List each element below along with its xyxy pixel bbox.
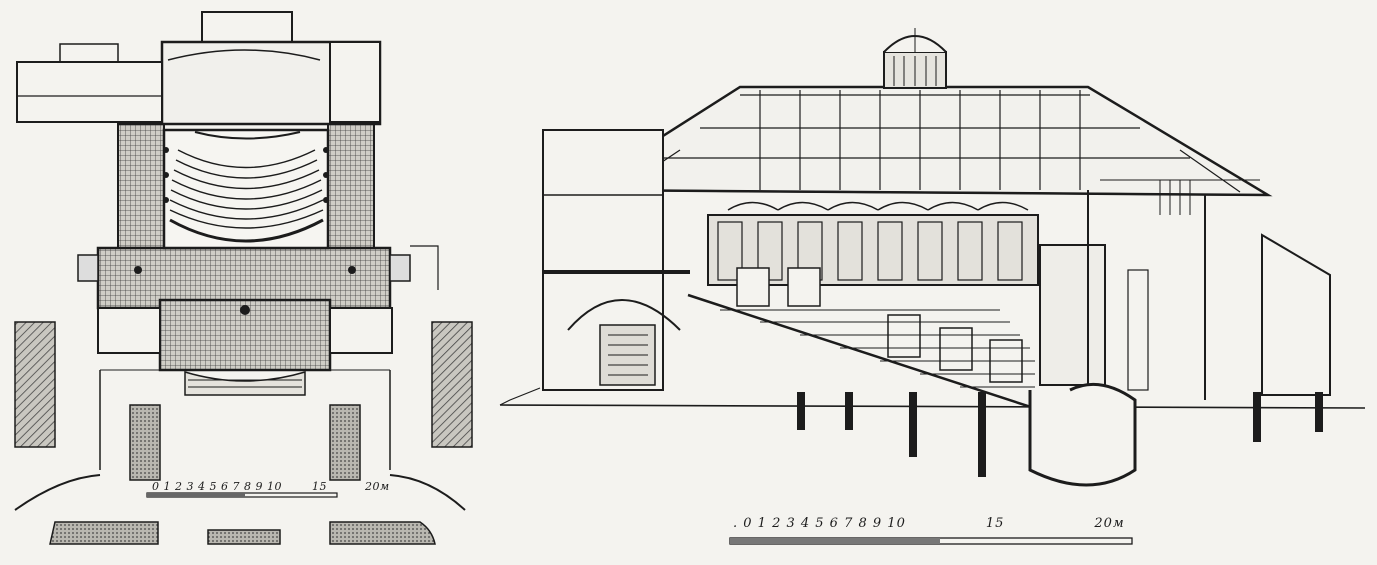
section-scale-labels: . 0 1 2 3 4 5 6 7 8 9 10 15 20м xyxy=(733,516,1125,531)
right-planter xyxy=(329,404,361,481)
left-planter xyxy=(129,404,161,481)
plan-scale-ticks: 0 1 2 3 4 5 6 7 8 9 10 xyxy=(152,480,282,493)
right-side-building xyxy=(431,321,473,448)
floor-plan xyxy=(14,11,473,545)
section-scale-end: 20м xyxy=(1094,516,1125,531)
roof-truss xyxy=(573,85,1273,197)
left-side-building xyxy=(14,321,56,448)
right-wing xyxy=(329,41,381,123)
plan-scale-bar xyxy=(146,492,338,498)
roof-lantern xyxy=(883,28,947,89)
seating-rows xyxy=(169,149,324,229)
plan-scale-labels: 0 1 2 3 4 5 6 7 8 9 10 15 20м xyxy=(152,480,390,493)
section-scale-mid: 15 xyxy=(985,516,1005,531)
ground-line xyxy=(499,404,1366,409)
left-wing xyxy=(16,61,163,123)
plan-scale-mid: 15 xyxy=(311,480,327,493)
left-foyer xyxy=(117,123,165,251)
lift-pit xyxy=(1028,382,1137,487)
raked-floor xyxy=(687,293,1041,412)
section-scale-bar xyxy=(729,537,1133,545)
plan-scale-end: 20м xyxy=(364,480,390,493)
stage-portal xyxy=(1039,244,1106,386)
right-foyer xyxy=(327,123,375,251)
rear-annex xyxy=(1261,233,1331,396)
section-scale-ticks: . 0 1 2 3 4 5 6 7 8 9 10 xyxy=(733,516,906,531)
